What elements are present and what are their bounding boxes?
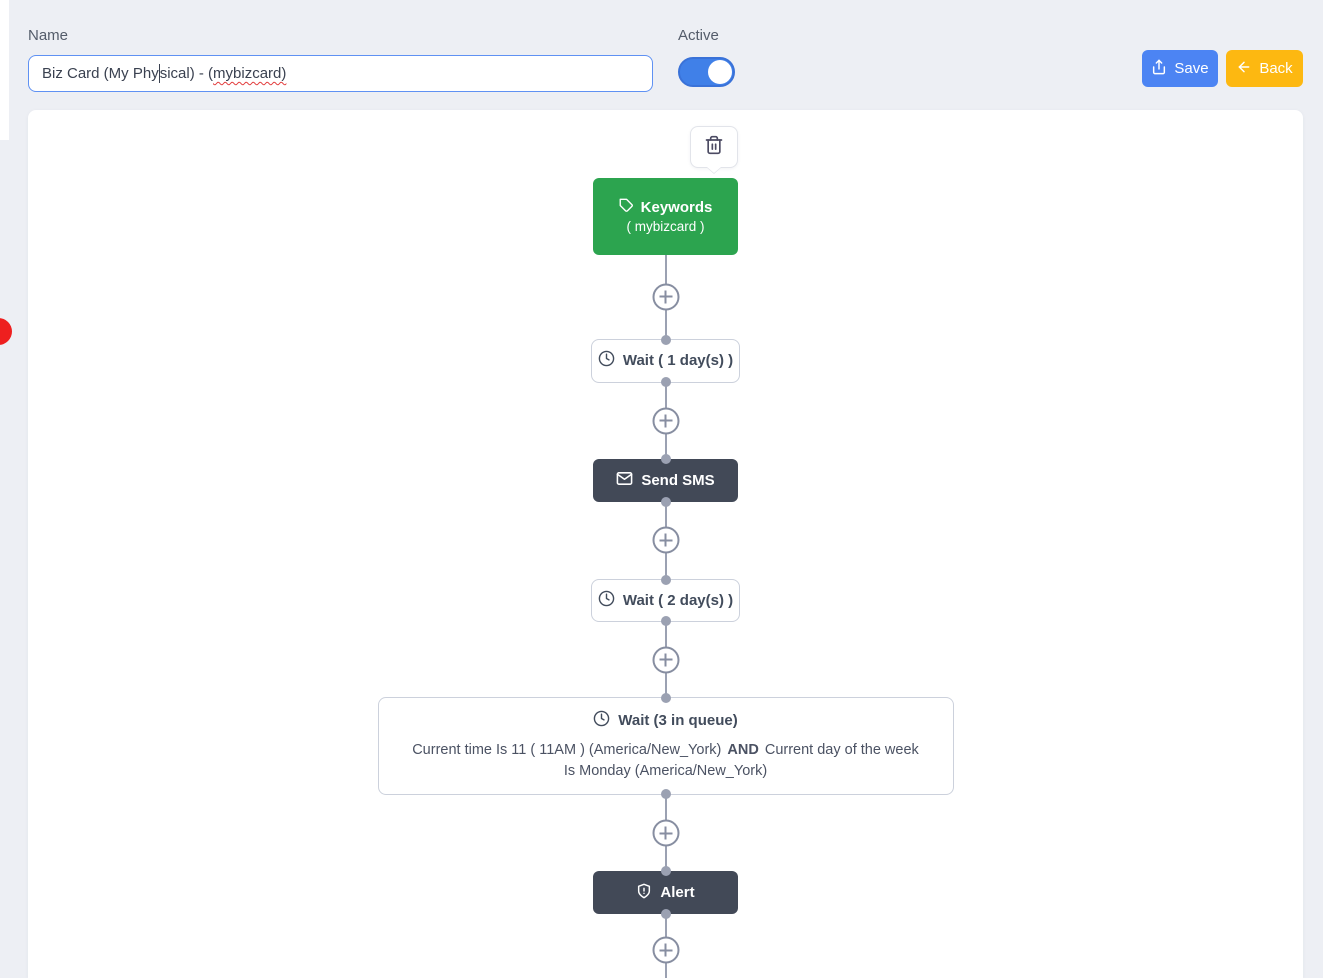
- connector-dot: [660, 616, 671, 627]
- add-step-button[interactable]: [652, 646, 679, 674]
- back-button[interactable]: Back: [1226, 50, 1303, 87]
- node-alert-label: Alert: [660, 884, 695, 902]
- connector-dot: [660, 376, 671, 387]
- back-button-label: Back: [1259, 60, 1293, 77]
- node-wait-queue-condition: Current time Is 11 ( 11AM ) (America/New…: [407, 740, 925, 782]
- condition-right: Current day of the week Is Monday (Ameri…: [563, 742, 919, 780]
- node-wait-queue[interactable]: Wait (3 in queue) Current time Is 11 ( 1…: [377, 693, 954, 800]
- add-step-button[interactable]: [652, 283, 679, 311]
- name-input-text-2: sical) - (: [159, 65, 214, 82]
- workflow-canvas: Keywords ( mybizcard ) Wait ( 1 day(s) ): [28, 110, 1303, 978]
- left-edge-strip: [0, 0, 9, 140]
- envelope-icon: [616, 470, 633, 491]
- connector-dot: [660, 866, 671, 877]
- node-send-sms[interactable]: Send SMS: [593, 453, 738, 507]
- clock-icon: [598, 590, 615, 611]
- connector: [651, 501, 681, 579]
- name-input-text-1: Biz Card (My Phy: [42, 65, 159, 82]
- node-send-sms-label: Send SMS: [641, 471, 715, 489]
- text-cursor: [158, 64, 160, 83]
- condition-operator: AND: [727, 742, 759, 759]
- node-wait-1day[interactable]: Wait ( 1 day(s) ): [591, 334, 740, 387]
- arrow-left-icon: [1236, 59, 1252, 79]
- node-keywords-subtitle: ( mybizcard ): [626, 219, 705, 235]
- save-button[interactable]: Save: [1142, 50, 1218, 87]
- save-button-label: Save: [1174, 60, 1209, 77]
- connector-dot: [660, 453, 671, 464]
- notification-badge[interactable]: [0, 318, 12, 345]
- node-keywords-title: Keywords: [640, 199, 713, 217]
- connector-dot: [660, 334, 671, 345]
- connector-dot: [660, 693, 671, 704]
- condition-left: Current time Is 11 ( 11AM ) (America/New…: [412, 742, 722, 759]
- name-input-misspelled-text: mybizcard): [213, 65, 287, 82]
- name-label: Name: [28, 27, 69, 44]
- connector: [651, 622, 681, 698]
- node-wait-2days[interactable]: Wait ( 2 day(s) ): [591, 574, 740, 627]
- workflow-flow: Keywords ( mybizcard ) Wait ( 1 day(s) ): [28, 110, 1303, 978]
- node-alert[interactable]: Alert: [593, 866, 738, 920]
- tag-icon: [619, 198, 634, 217]
- node-wait-2days-label: Wait ( 2 day(s) ): [622, 591, 734, 609]
- upload-icon: [1151, 59, 1167, 79]
- active-label: Active: [678, 27, 719, 44]
- shield-alert-icon: [636, 883, 652, 903]
- add-step-button[interactable]: [652, 936, 679, 964]
- add-step-button[interactable]: [652, 819, 679, 847]
- delete-node-button[interactable]: [690, 126, 738, 168]
- toggle-knob: [708, 60, 732, 84]
- connector: [651, 254, 681, 339]
- connector: [651, 795, 681, 872]
- node-wait-queue-title: Wait (3 in queue): [618, 712, 738, 730]
- clock-icon: [598, 350, 615, 371]
- connector-dot: [660, 789, 671, 800]
- connector-dot: [660, 574, 671, 585]
- connector: [651, 382, 681, 459]
- connector: [651, 914, 681, 978]
- clock-icon: [593, 710, 610, 731]
- node-keywords[interactable]: Keywords ( mybizcard ): [593, 126, 738, 255]
- active-toggle[interactable]: [678, 57, 735, 87]
- add-step-button[interactable]: [652, 407, 679, 435]
- trash-icon: [704, 135, 724, 160]
- node-wait-1day-label: Wait ( 1 day(s) ): [622, 352, 734, 370]
- add-step-button[interactable]: [652, 526, 679, 554]
